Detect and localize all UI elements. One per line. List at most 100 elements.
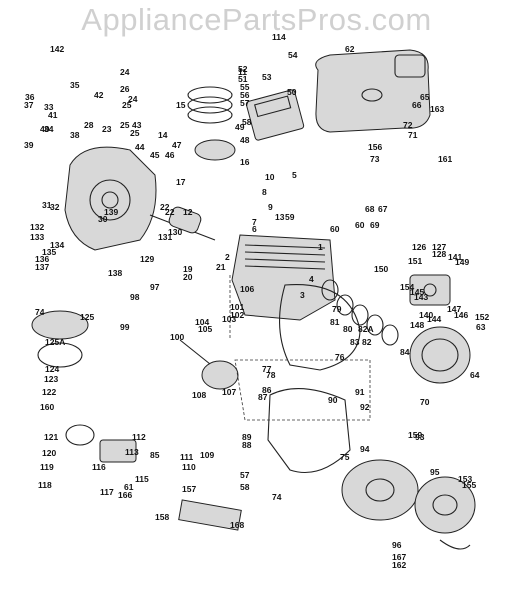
part-number-label: 46 [165,150,175,160]
part-number-label: 28 [84,120,94,130]
part-number-label: 84 [400,347,410,357]
air-filter-assembly [409,326,471,384]
part-number-label: 105 [198,324,212,334]
part-number-label: 59 [285,212,295,222]
part-number-label: 82 [362,337,372,347]
part-number-label: 125 [80,312,94,322]
part-number-label: 128 [432,249,446,259]
engine-block [231,234,336,321]
part-number-label: 65 [420,92,430,102]
part-number-label: 77 [262,364,272,374]
part-number-label: 134 [50,240,64,250]
part-number-label: 130 [168,227,182,237]
part-number-label: 44 [135,142,145,152]
part-number-label: 111 [180,452,194,462]
part-number-label: 58 [242,117,252,127]
part-number-label: 146 [454,310,468,320]
part-number-label: 7 [252,217,257,227]
part-number-label: 73 [370,154,380,164]
part-number-label: 74 [35,307,45,317]
part-number-label: 161 [438,154,452,164]
part-number-label: 112 [132,432,146,442]
part-number-label: 97 [150,282,160,292]
part-number-label: 109 [200,450,214,460]
part-number-label: 55 [240,82,250,92]
part-number-label: 14 [158,130,168,140]
part-number-label: 20 [183,272,193,282]
part-number-label: 66 [412,100,422,110]
part-number-label: 12 [183,207,193,217]
part-number-label: 162 [392,560,406,570]
part-number-label: 95 [430,467,440,477]
part-number-label: 125A [45,337,65,347]
part-number-label: 144 [427,314,441,324]
part-number-label: 156 [368,142,382,152]
part-number-label: 151 [408,256,422,266]
muffler [245,89,305,141]
part-number-label: 155 [462,480,476,490]
part-number-label: 71 [408,130,418,140]
part-number-label: 3 [300,290,305,300]
part-number-label: 132 [30,222,44,232]
part-number-label: 89 [242,432,252,442]
part-number-label: 147 [447,304,461,314]
part-number-label: 68 [365,204,375,214]
part-number-label: 62 [345,44,355,54]
part-number-label: 158 [155,512,169,522]
part-number-label: 35 [70,80,80,90]
part-number-label: 23 [102,124,112,134]
part-number-label: 83 [350,337,360,347]
part-number-label: 10 [265,172,275,182]
crankshaft [149,206,216,241]
part-number-label: 9 [268,202,273,212]
part-number-label: 131 [158,232,172,242]
part-number-label: 15 [176,100,186,110]
part-number-label: 113 [125,447,139,457]
part-number-label: 57 [240,98,250,108]
part-number-label: 1 [318,242,323,252]
part-number-label: 53 [262,72,272,82]
part-number-label: 43 [132,120,142,130]
part-number-label: 76 [335,352,345,362]
part-number-label: 136 [35,254,49,264]
part-number-label: 103 [222,314,236,324]
part-number-label: 16 [240,157,250,167]
part-number-label: 110 [182,462,196,472]
part-number-label: 166 [118,490,132,500]
part-number-label: 122 [42,387,56,397]
part-number-label: 152 [475,312,489,322]
part-number-label: 92 [360,402,370,412]
part-number-label: 22 [165,207,175,217]
part-number-label: 137 [35,262,49,272]
part-number-label: 33 [44,102,54,112]
piston-rings [187,86,236,161]
part-number-label: 123 [44,374,58,384]
part-number-label: 118 [38,480,52,490]
part-number-label: 37 [24,100,34,110]
part-number-label: 81 [330,317,340,327]
part-number-label: 19 [183,264,193,274]
fuel-tank [315,49,431,133]
part-number-label: 24 [128,94,138,104]
part-number-label: 99 [120,322,130,332]
part-number-label: 143 [414,292,428,302]
part-number-label: 160 [40,402,54,412]
part-number-label: 85 [150,450,160,460]
part-number-label: 133 [30,232,44,242]
part-number-label: 154 [400,282,414,292]
part-number-label: 149 [455,257,469,267]
part-number-label: 31 [42,200,52,210]
part-number-label: 47 [172,140,182,150]
part-number-label: 58 [240,482,250,492]
part-number-label: 88 [242,440,252,450]
part-number-label: 36 [25,92,35,102]
part-number-label: 34 [44,124,54,134]
gaskets [321,279,399,346]
part-number-label: 157 [182,484,196,494]
dashed-assembly-line [234,359,371,421]
part-number-label: 101 [230,302,244,312]
part-number-label: 104 [195,317,209,327]
misc-parts [65,339,242,531]
part-number-label: 5 [292,170,297,180]
